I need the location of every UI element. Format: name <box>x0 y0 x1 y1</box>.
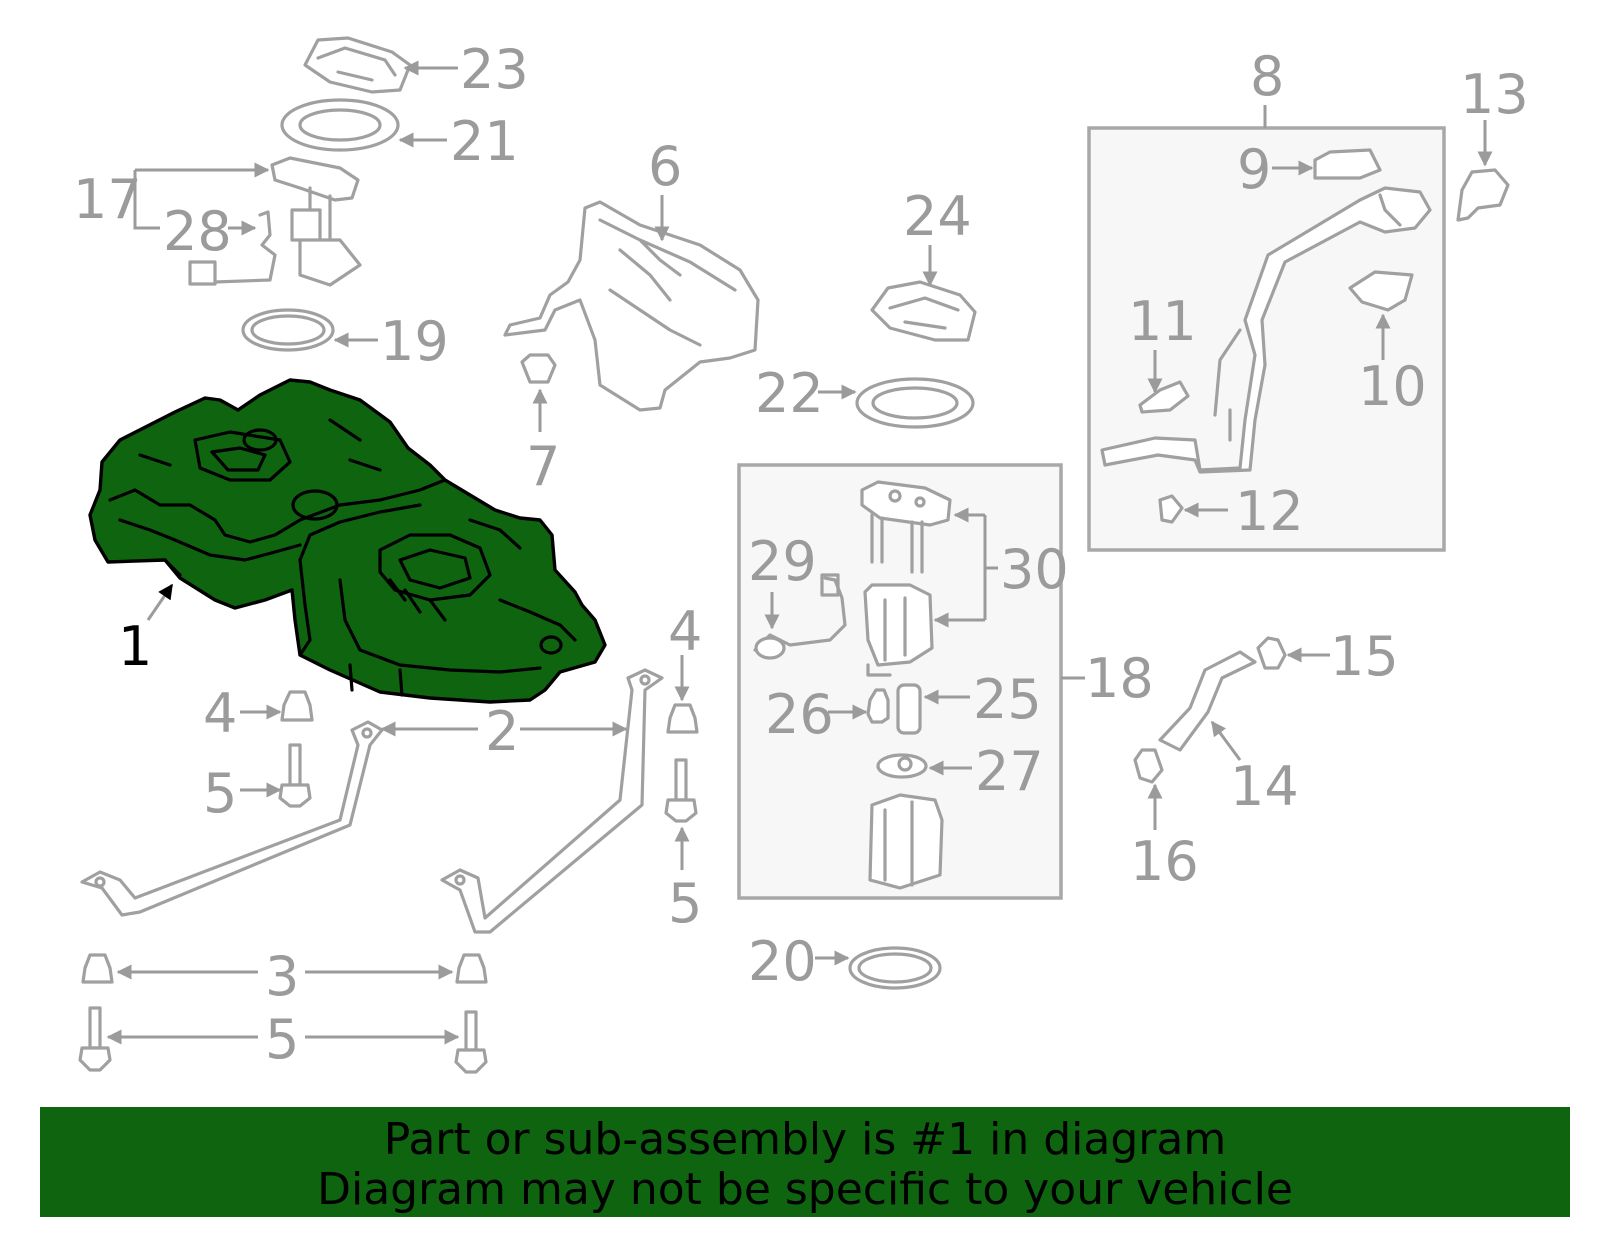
callout-29: 29 <box>748 530 817 593</box>
part-30-pump-flange <box>860 480 952 574</box>
part-18-reservoir <box>868 793 944 890</box>
callout-5-right: 5 <box>668 872 702 935</box>
callout-20: 20 <box>748 930 817 993</box>
callout-2: 2 <box>485 700 519 763</box>
callout-9: 9 <box>1237 138 1271 201</box>
part-14-hose <box>1158 650 1257 752</box>
part-26-regulator <box>866 688 890 724</box>
part-30-pump-assembly <box>863 583 934 677</box>
part-25-filter <box>896 683 922 735</box>
part-3-grommet-right <box>455 953 488 984</box>
part-28-harness <box>188 210 277 286</box>
part-19-gasket <box>241 308 335 352</box>
callout-17: 17 <box>73 168 142 231</box>
part-21-gasket <box>280 98 400 152</box>
part-2-strap-left <box>80 720 384 917</box>
part-4-grommet-right <box>666 703 699 734</box>
part-20-gasket <box>848 946 942 990</box>
callout-26: 26 <box>765 683 834 746</box>
part-3-grommet-left <box>81 953 114 984</box>
part-12-clip <box>1158 494 1184 524</box>
info-banner: Part or sub-assembly is #1 in diagram Di… <box>40 1107 1570 1217</box>
callout-3: 3 <box>265 945 299 1008</box>
callout-4-right: 4 <box>668 600 702 663</box>
callout-14: 14 <box>1230 755 1299 818</box>
callout-6: 6 <box>648 135 682 198</box>
callout-30: 30 <box>1000 538 1069 601</box>
part-5-bolt-right <box>664 758 698 823</box>
part-8-filler-pipe <box>1100 186 1432 474</box>
callout-5-lower: 5 <box>265 1008 299 1071</box>
leader-1 <box>146 583 174 621</box>
callout-4-left: 4 <box>203 682 237 745</box>
part-29-wiring <box>753 573 847 660</box>
callout-1: 1 <box>118 615 152 678</box>
part-15-clamp <box>1256 636 1287 670</box>
banner-line-1: Part or sub-assembly is #1 in diagram <box>383 1114 1227 1165</box>
callout-28: 28 <box>163 200 232 263</box>
callout-10: 10 <box>1358 355 1427 418</box>
callout-21: 21 <box>450 110 519 173</box>
part-13-cap <box>1456 168 1510 222</box>
callout-11: 11 <box>1128 290 1197 353</box>
part-16-clamp <box>1133 748 1164 784</box>
callout-22: 22 <box>755 362 824 425</box>
callout-8: 8 <box>1250 45 1284 108</box>
part-2-strap-right <box>440 668 664 934</box>
callout-25: 25 <box>973 668 1042 731</box>
fuel-tank-body <box>88 378 607 704</box>
callout-7: 7 <box>526 435 560 498</box>
part-17-sender-unit <box>270 156 362 287</box>
part-6-heat-shield <box>503 200 760 412</box>
part-4-grommet-left <box>280 690 314 722</box>
callout-15: 15 <box>1330 625 1399 688</box>
part-5-bolt-lower-left <box>78 1006 112 1072</box>
callout-23: 23 <box>460 38 529 101</box>
part-5-bolt-lower-right <box>454 1010 488 1074</box>
part-23-cover <box>303 36 412 94</box>
callout-19: 19 <box>380 310 449 373</box>
leader-17 <box>133 170 268 230</box>
callout-16: 16 <box>1130 830 1199 893</box>
callout-27: 27 <box>975 740 1044 803</box>
part-24-cover <box>870 280 977 342</box>
callout-12: 12 <box>1235 480 1304 543</box>
callout-13: 13 <box>1460 63 1529 126</box>
part-22-gasket <box>855 377 975 429</box>
part-1-fuel-tank <box>88 378 607 704</box>
callout-18: 18 <box>1085 647 1154 710</box>
part-9-bracket <box>1313 148 1382 180</box>
part-7-clip <box>520 353 557 384</box>
callout-24: 24 <box>903 185 972 248</box>
callout-5-left: 5 <box>203 762 237 825</box>
leader-14 <box>1210 720 1242 761</box>
part-10-shield <box>1348 270 1414 312</box>
banner-line-2: Diagram may not be specific to your vehi… <box>317 1164 1293 1215</box>
part-27-seal <box>876 753 928 779</box>
part-5-bolt-left <box>278 743 312 808</box>
